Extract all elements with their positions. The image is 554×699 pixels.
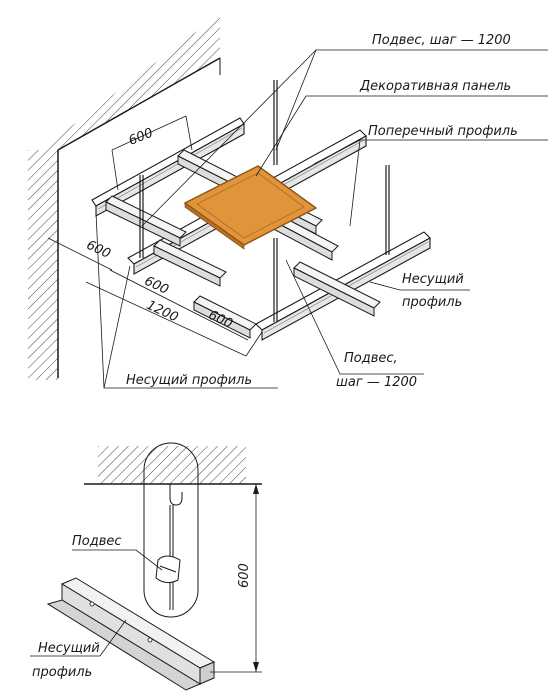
dim-line-left [47, 237, 113, 271]
leader-hanger-detail [72, 549, 163, 571]
decorative-panel [183, 165, 318, 250]
dimensions-top [47, 115, 263, 357]
wall-hatch-side [28, 150, 58, 380]
leader-lines-bottom [30, 549, 163, 657]
label-bearing-detail-1: Несущий [38, 641, 100, 656]
label-hanger-bottom-1: Подвес, [344, 351, 398, 366]
dim-mid: 600 [142, 274, 171, 298]
label-hanger-bottom-2: шаг — 1200 [336, 375, 417, 390]
leader-bearing-right [369, 281, 470, 291]
dim-top: 600 [127, 126, 156, 149]
wall [28, 14, 221, 380]
dim-line-bottom [85, 281, 247, 357]
leader-hanger-bottom [285, 259, 424, 375]
dimension-vertical [210, 483, 262, 673]
bottom-diagram: 600 Подвес Несущий профиль [30, 442, 262, 691]
hangers [139, 80, 390, 322]
leader-panel [255, 95, 548, 177]
wall-edge [57, 57, 221, 378]
label-bearing-bottom: Несущий профиль [126, 373, 252, 388]
label-bearing-detail-2: профиль [32, 665, 92, 680]
cross-profile-4 [153, 239, 227, 287]
label-bearing-right-1: Несущий [402, 272, 464, 287]
label-bearing-right-2: профиль [402, 295, 462, 310]
label-hanger-detail: Подвес [72, 534, 122, 549]
dim-bottom-total: 1200 [144, 298, 180, 326]
cross-profile-6 [293, 261, 381, 317]
label-decorative-panel: Декоративная панель [359, 79, 511, 94]
dim-vertical: 600 [237, 563, 252, 588]
wall-hatch-top [40, 14, 220, 150]
cross-profile-5 [193, 295, 257, 339]
panel-edge [184, 202, 245, 250]
ceiling-hatch [98, 446, 246, 484]
hanger-detail [155, 484, 183, 610]
cross-profile-1 [105, 195, 187, 247]
label-cross-profile: Поперечный профиль [368, 124, 518, 139]
bearing-profile-detail [46, 577, 216, 691]
top-diagram: 600 600 600 1200 600 Подвес, шаг — 1200 … [28, 14, 548, 390]
leader-lines [95, 49, 548, 389]
label-hanger-top: Подвес, шаг — 1200 [372, 33, 511, 48]
panel-bevel [196, 172, 305, 239]
hanger-detail-outline [143, 442, 199, 618]
dim-line-top [111, 115, 187, 151]
hanger-hook [169, 484, 183, 506]
leader-bearing-detail [30, 619, 127, 657]
